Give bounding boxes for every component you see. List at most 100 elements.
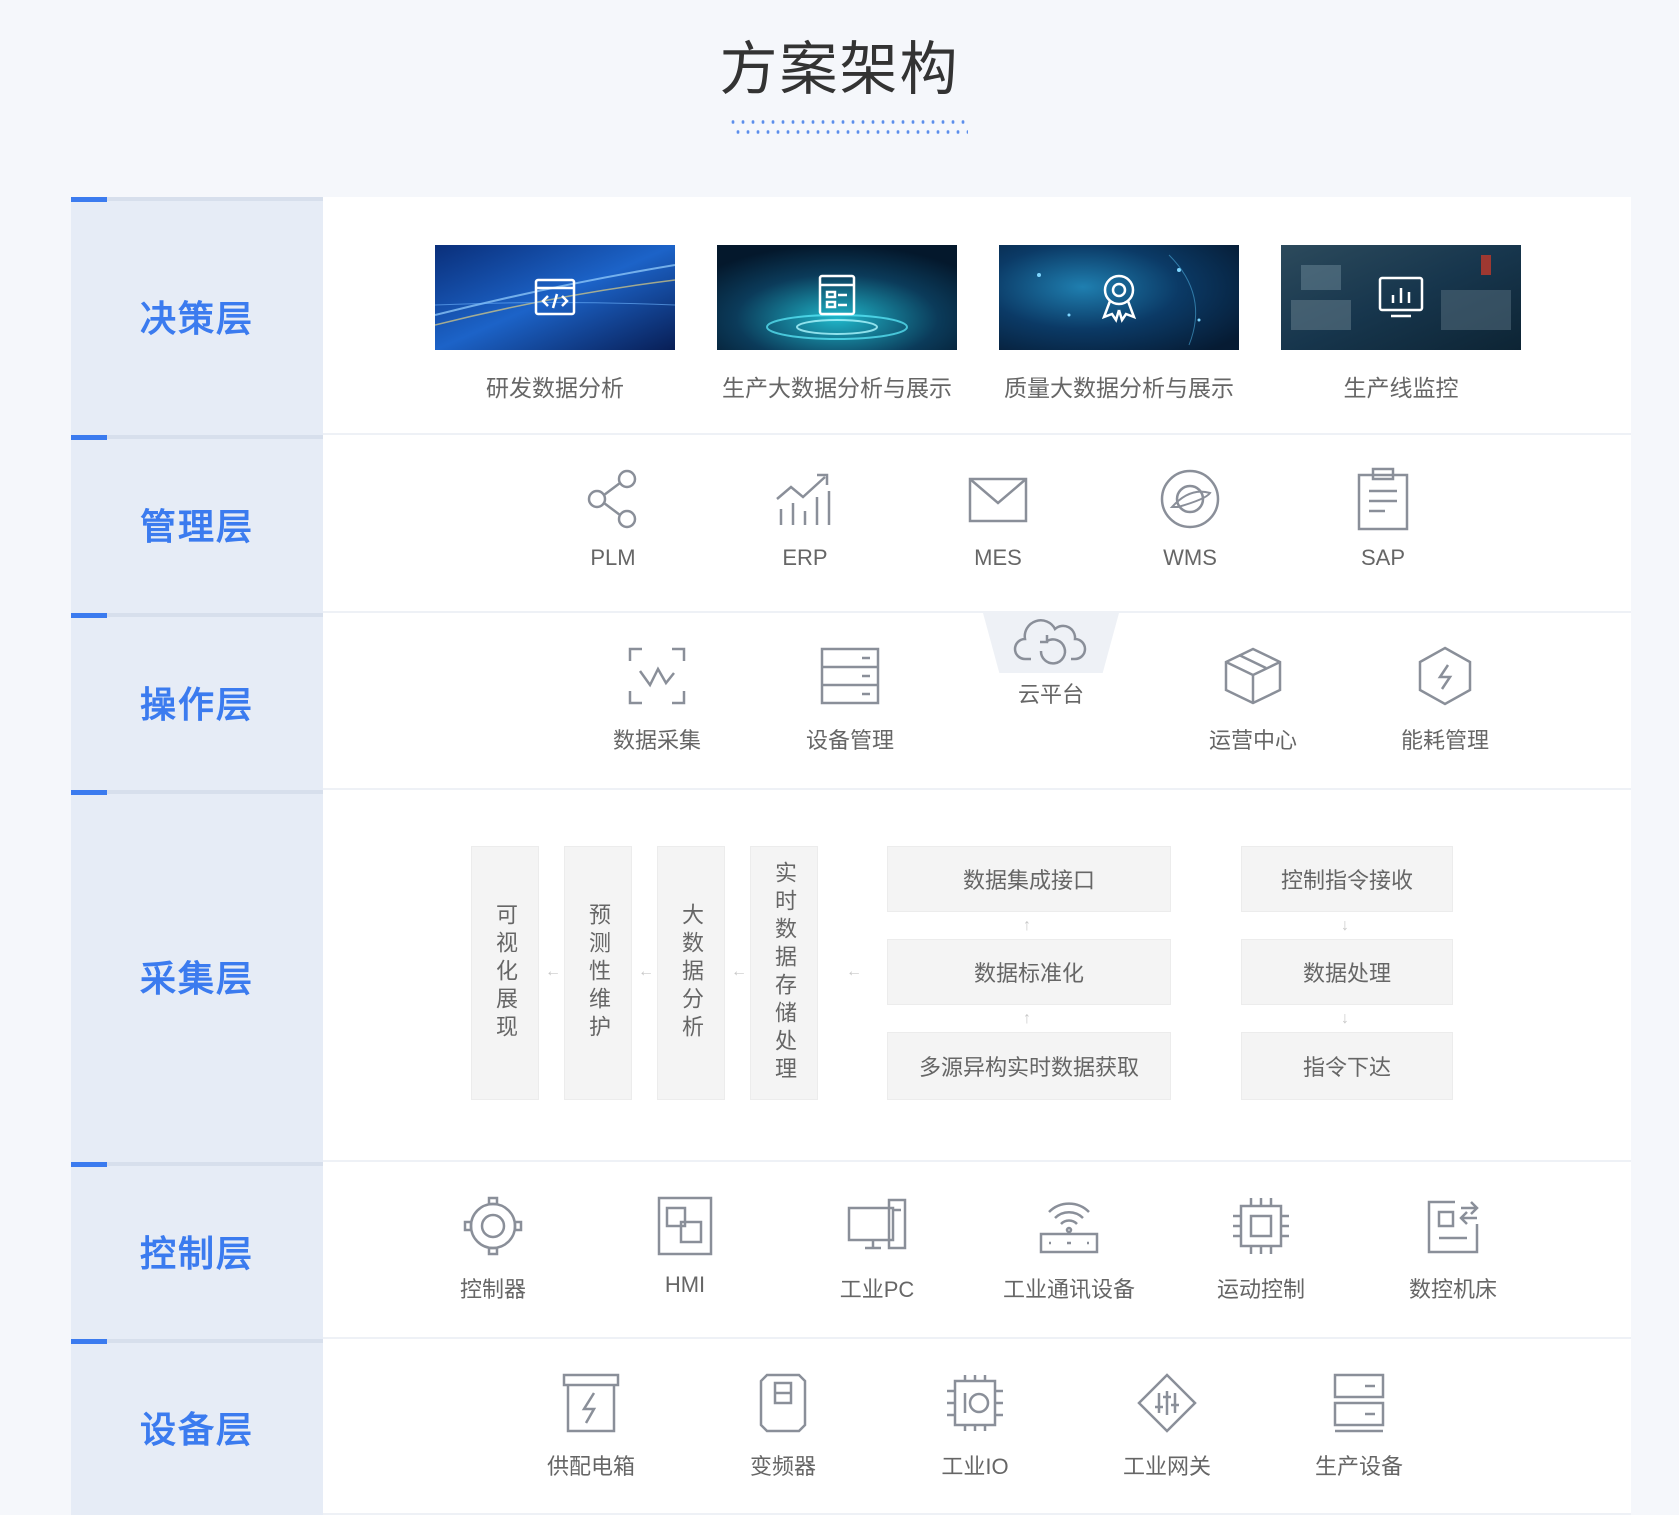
divider-dot — [846, 130, 850, 134]
hmi-item[interactable]: HMI — [615, 1194, 755, 1298]
server-icon — [820, 647, 880, 705]
divider-dot — [896, 130, 900, 134]
divider-dot — [751, 120, 755, 124]
operation-layer-row: 操作层 数据采集 设备管理 — [71, 613, 1631, 790]
erp-item[interactable]: ERP — [735, 467, 875, 571]
production-bigdata-image — [717, 245, 957, 350]
device-management-item[interactable]: 设备管理 — [780, 645, 920, 755]
arrow-left-icon: ← — [545, 963, 561, 980]
share-icon — [587, 469, 637, 529]
control-layer-label: 控制层 — [71, 1162, 323, 1339]
industrial-gateway-item[interactable]: 工业网关 — [1097, 1371, 1237, 1481]
divider-dot — [926, 130, 930, 134]
operations-center-item[interactable]: 运营中心 — [1183, 645, 1323, 755]
data-collection-item[interactable]: 数据采集 — [587, 645, 727, 755]
arrow-down-icon: ↓ — [1341, 917, 1349, 934]
divider-dot — [861, 120, 865, 124]
divider-dot — [946, 130, 950, 134]
management-layer-label: 管理层 — [71, 435, 323, 613]
device-layer-content: 供配电箱 变频器 工业IO — [323, 1339, 1631, 1515]
operation-layer-content: 数据采集 设备管理 云平台 — [323, 613, 1631, 790]
data-integration-box: 数据集成接口 — [887, 846, 1171, 912]
divider-dot — [801, 120, 805, 124]
management-layer-content: PLM ERP MES WMS — [323, 435, 1631, 613]
controller-item[interactable]: 控制器 — [423, 1194, 563, 1304]
production-equipment-item[interactable]: 生产设备 — [1289, 1371, 1429, 1481]
page-title: 方案架构 — [719, 37, 960, 102]
divider-dot — [831, 120, 835, 124]
divider-dot — [781, 120, 785, 124]
rd-analysis-card[interactable] — [434, 245, 676, 350]
control-command-receive-box: 控制指令接收 — [1241, 846, 1453, 912]
management-layer-row: 管理层 PLM ERP MES — [71, 435, 1631, 613]
divider-dot — [876, 130, 880, 134]
data-processing-box: 数据处理 — [1241, 939, 1453, 1005]
production-bigdata-card[interactable] — [717, 245, 957, 350]
cnc-icon — [1427, 1200, 1479, 1254]
divider-dot — [911, 120, 915, 124]
trend-chart-icon — [776, 473, 831, 525]
mes-item[interactable]: MES — [928, 467, 1068, 571]
industrial-io-item[interactable]: 工业IO — [905, 1371, 1045, 1481]
divider-dot — [786, 130, 790, 134]
monitor-chart-icon — [1378, 276, 1424, 318]
divider-dot — [756, 130, 760, 134]
arrow-left-icon: ← — [638, 963, 654, 980]
divider-dot — [851, 120, 855, 124]
award-icon — [1101, 274, 1137, 323]
router-icon — [1039, 1202, 1099, 1254]
divider-dot — [936, 130, 940, 134]
divider-dot — [836, 130, 840, 134]
divider-dot — [951, 120, 955, 124]
plm-item[interactable]: PLM — [543, 467, 683, 571]
industrial-pc-item[interactable]: 工业PC — [807, 1194, 947, 1304]
divider-dot — [966, 130, 968, 134]
bigdata-analysis-box: 大数据分析 — [657, 846, 725, 1100]
arrow-left-icon: ← — [731, 963, 747, 980]
io-icon — [947, 1375, 1003, 1431]
divider-dot — [766, 130, 770, 134]
cnc-machine-item[interactable]: 数控机床 — [1383, 1194, 1523, 1304]
divider-dot — [856, 130, 860, 134]
chip-icon — [1233, 1198, 1289, 1254]
divider-dot — [956, 130, 960, 134]
production-bigdata-label: 生产大数据分析与展示 — [722, 375, 952, 401]
power-box-icon — [562, 1373, 620, 1433]
sap-item[interactable]: SAP — [1313, 467, 1453, 571]
energy-management-item[interactable]: 能耗管理 — [1375, 645, 1515, 755]
document-icon — [818, 274, 856, 316]
decision-layer-row: 决策层 研发数据分析 — [71, 197, 1631, 435]
arrow-up-icon: ↑ — [1023, 917, 1031, 934]
quality-bigdata-image — [999, 245, 1239, 350]
predictive-maintenance-box: 预测性维护 — [564, 846, 632, 1100]
cloud-platform-item[interactable]: 云平台 — [981, 613, 1121, 709]
equipment-icon — [1333, 1373, 1385, 1433]
divider-dot — [806, 130, 810, 134]
industrial-comm-item[interactable]: 工业通讯设备 — [999, 1194, 1139, 1304]
divider-dot — [746, 130, 750, 134]
control-layer-content: 控制器 HMI 工业PC — [323, 1162, 1631, 1339]
multisource-acquisition-box: 多源异构实时数据获取 — [887, 1032, 1171, 1100]
line-monitoring-card[interactable] — [1281, 245, 1521, 350]
power-box-item[interactable]: 供配电箱 — [521, 1371, 661, 1481]
energy-icon — [1418, 646, 1472, 706]
inverter-item[interactable]: 变频器 — [713, 1371, 853, 1481]
device-layer-row: 设备层 供配电箱 变频器 — [71, 1339, 1631, 1515]
decision-layer-content: 研发数据分析 生产大数据 — [323, 197, 1631, 435]
wms-item[interactable]: WMS — [1120, 467, 1260, 571]
mail-icon — [968, 477, 1028, 523]
hmi-icon — [657, 1196, 713, 1256]
controller-icon — [463, 1196, 523, 1256]
divider-dot — [811, 120, 815, 124]
divider-dot — [941, 120, 945, 124]
quality-bigdata-card[interactable] — [999, 245, 1239, 350]
divider-dot — [771, 120, 775, 124]
architecture-table: 决策层 研发数据分析 — [71, 197, 1631, 1515]
divider-dot — [791, 120, 795, 124]
divider-dot — [776, 130, 780, 134]
operation-layer-label: 操作层 — [71, 613, 323, 790]
divider-dot — [736, 130, 740, 134]
divider-dot — [741, 120, 745, 124]
divider-dot — [921, 120, 925, 124]
motion-control-item[interactable]: 运动控制 — [1191, 1194, 1331, 1304]
